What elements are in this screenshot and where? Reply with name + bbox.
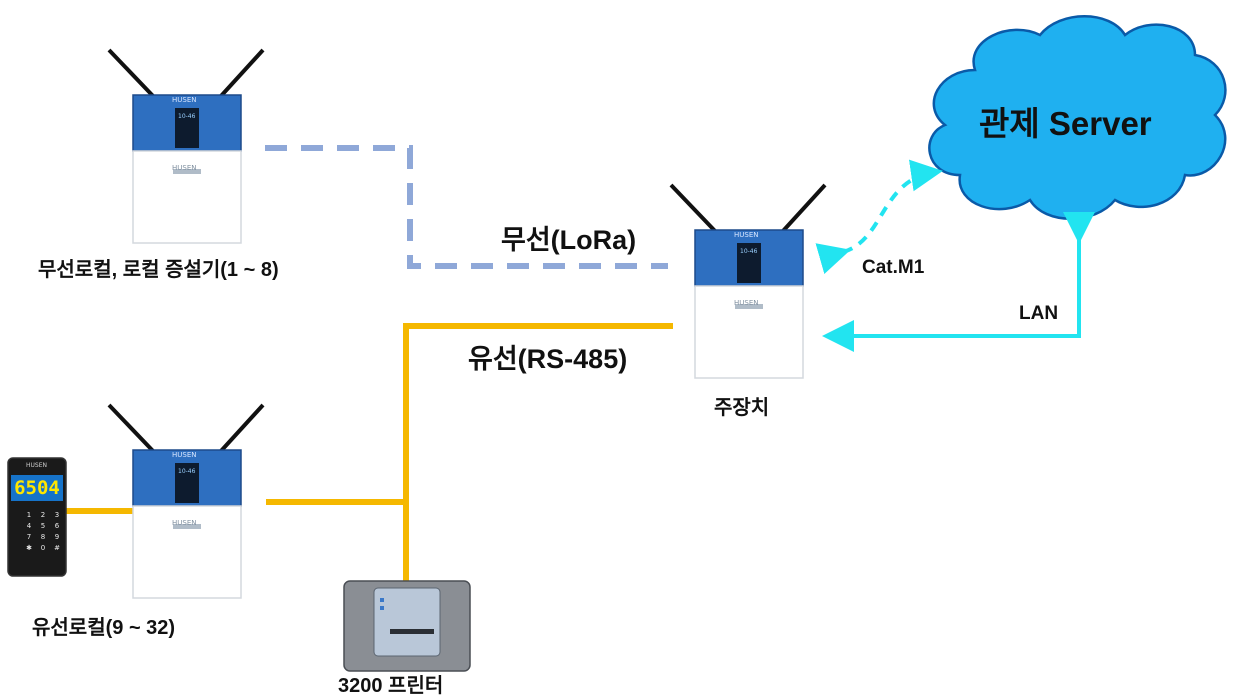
keypad-brand: HUSEN (26, 462, 47, 469)
keypad-key: 4 (26, 522, 32, 530)
main-unit-label: 주장치 (714, 397, 770, 419)
keypad-keys: 1 2 3 4 5 6 7 8 9 ✱ 0 # (22, 511, 64, 552)
keypad-key: 2 (40, 511, 46, 519)
wired-link-line (64, 323, 673, 582)
keypad-key: 7 (26, 533, 32, 541)
lan-link-line (822, 212, 1095, 352)
wireless-local-screen: 10-46 (178, 113, 196, 120)
wired-local-body-brand: HUSEN (172, 519, 197, 527)
keypad-key: 1 (26, 511, 32, 519)
wired-local-brand: HUSEN (172, 451, 197, 459)
wired-link-label: 유선(RS-485) (468, 344, 628, 374)
wired-local-device (107, 403, 265, 599)
keypad-key: 6 (54, 522, 60, 530)
keypad-key: 3 (54, 511, 60, 519)
keypad-key: ✱ (26, 544, 32, 552)
catm1-label: Cat.M1 (862, 257, 925, 278)
keypad-key: 0 (40, 544, 46, 552)
keypad-key: 5 (40, 522, 46, 530)
wired-local-label: 유선로컬(9 ~ 32) (32, 617, 176, 639)
wireless-local-body-brand: HUSEN (172, 164, 197, 172)
keypad-display: 6504 (14, 477, 60, 499)
catm1-link-line (815, 159, 943, 275)
keypad-key: 9 (54, 533, 60, 541)
main-unit-screen: 10-46 (740, 248, 758, 255)
keypad-key: 8 (40, 533, 46, 541)
wireless-local-device (107, 48, 265, 244)
wired-local-screen: 10-46 (178, 468, 196, 475)
wireless-local-brand: HUSEN (172, 96, 197, 104)
wireless-link-label: 무선(LoRa) (501, 225, 637, 255)
server-label: 관제 Server (979, 105, 1152, 142)
wireless-local-label: 무선로컬, 로컬 증설기(1 ~ 8) (38, 259, 279, 281)
printer-device (343, 580, 471, 672)
wireless-link-line (265, 145, 668, 269)
keypad-device (7, 457, 67, 577)
main-unit-brand: HUSEN (734, 231, 759, 239)
main-unit-device (669, 183, 827, 379)
lan-label: LAN (1019, 303, 1059, 324)
main-unit-body-brand: HUSEN (734, 299, 759, 307)
keypad-key: # (54, 544, 60, 552)
printer-label: 3200 프린터 (338, 675, 444, 697)
